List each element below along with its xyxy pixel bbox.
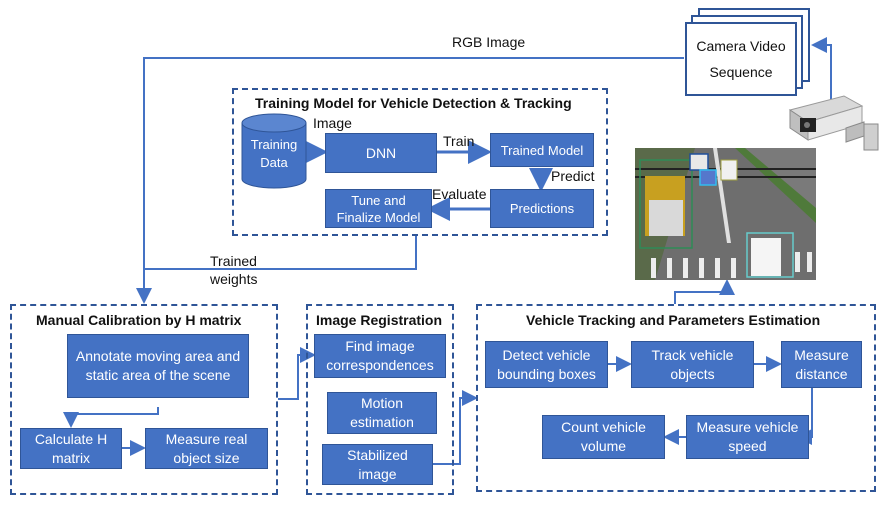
cctv-camera-icon [788, 95, 879, 151]
stabilized-image-box: Stabilized image [322, 444, 433, 485]
rgb-image-connector [136, 57, 684, 304]
trained-weights-connector [144, 236, 417, 270]
measure-speed-box: Measure vehicle speed [686, 415, 809, 459]
count-volume-box: Count vehicle volume [542, 415, 665, 459]
tracking-section-title: Vehicle Tracking and Parameters Estimati… [526, 312, 821, 328]
edge-label-predict: Predict [551, 168, 595, 184]
tune-finalize-box: Tune and Finalize Model [325, 189, 432, 228]
track-vehicle-objects-box: Track vehicle objects [631, 341, 754, 388]
calculate-h-matrix-box: Calculate H matrix [20, 428, 122, 469]
manual-calibration-section [10, 304, 278, 495]
calibration-section-title: Manual Calibration by H matrix [36, 312, 242, 328]
vehicle-tracking-section [476, 304, 876, 492]
sequence-label: Sequence [709, 64, 773, 80]
trained-weights-line1: Trained [210, 253, 257, 269]
image-registration-section [306, 304, 454, 495]
training-model-section [232, 88, 608, 236]
trained-weights-label: Trained weights [210, 252, 257, 288]
edge-label-evaluate: Evaluate [432, 186, 487, 202]
find-correspondences-box: Find image correspondences [314, 334, 446, 378]
training-section-title: Training Model for Vehicle Detection & T… [255, 95, 572, 111]
camera-feed-connector [811, 37, 832, 100]
motion-estimation-box: Motion estimation [327, 392, 437, 434]
camera-video-sequence: Camera Video Sequence [685, 22, 797, 96]
camera-video-label: Camera Video [696, 38, 786, 54]
training-data-database-icon [241, 113, 307, 189]
annotate-area-box: Annotate moving area and static area of … [67, 334, 249, 398]
measure-distance-box: Measure distance [781, 341, 862, 388]
trained-weights-line2: weights [210, 271, 258, 287]
registration-section-title: Image Registration [316, 312, 443, 328]
dnn-box: DNN [325, 133, 437, 173]
measure-object-size-box: Measure real object size [145, 428, 268, 469]
detect-bounding-boxes-box: Detect vehicle bounding boxes [485, 341, 608, 388]
trained-model-box: Trained Model [490, 133, 594, 167]
traffic-detection-output-image [635, 148, 816, 280]
edge-label-train: Train [443, 133, 475, 149]
edge-label-image: Image [313, 115, 352, 131]
rgb-image-label: RGB Image [452, 34, 526, 50]
predictions-box: Predictions [490, 189, 594, 228]
training-data-label: Training Data [250, 137, 298, 170]
